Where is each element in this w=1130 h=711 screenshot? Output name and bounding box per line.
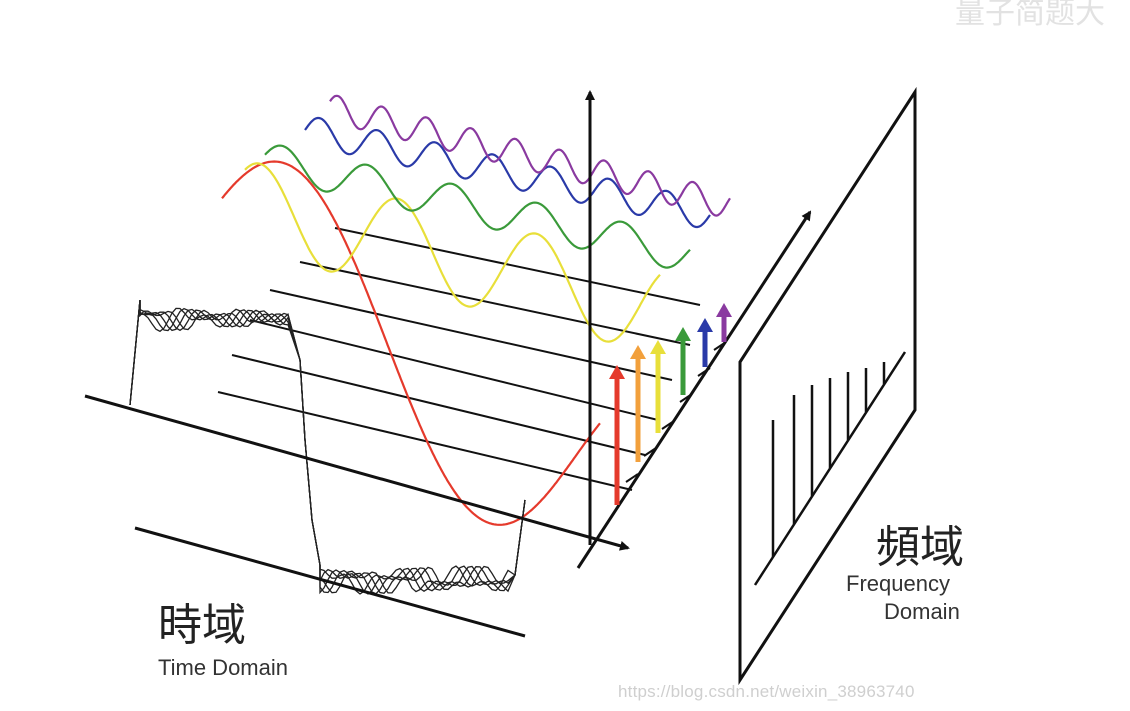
square-wave-approximation [129,299,526,595]
sine-wave-green [264,144,691,269]
frequency-amplitude-arrows [609,303,732,505]
arrow-blue [697,318,713,367]
frequency-tick [661,420,675,430]
frequency-tick [697,367,711,377]
frequency-domain-label-line1: Frequency [846,571,950,596]
axes [84,90,812,638]
watermark-url: https://blog.csdn.net/weixin_38963740 [618,682,915,701]
time-guide-line [231,354,646,456]
time-axis-lines [217,227,701,491]
time-axis-front [84,394,630,551]
arrow-purple [716,303,732,342]
arrow-red [609,365,625,505]
spectrum-lines [753,351,907,586]
time-axis-base [134,526,526,638]
square-wave-curve [129,299,526,595]
frequency-tick [679,393,693,403]
arrow-orange [630,345,646,462]
square-wave-curve [129,299,526,594]
sine-wave-blue [304,116,711,229]
frequency-domain-panel [738,86,917,686]
spectrum-screen [738,86,917,686]
arrow-yellow [650,340,666,433]
frequency-axis [576,210,812,569]
sine-wave-components [221,94,731,526]
corner-watermark: 量子简题大 [955,0,1105,31]
frequency-tick [713,341,727,351]
time-domain-title: 時域 [158,600,246,651]
sine-wave-red [221,160,601,526]
square-wave-curve [129,299,526,595]
frequency-tick [643,447,657,457]
time-guide-line [217,391,633,491]
time-domain-label: Time Domain [158,655,288,680]
square-wave-curve [129,299,526,595]
square-wave-curve [129,299,526,595]
arrow-green [675,327,691,395]
sine-wave-purple [329,94,731,217]
frequency-domain-label-line2: Domain [884,599,960,624]
frequency-domain-title: 頻域 [876,522,964,573]
time-guide-line [269,289,673,381]
time-guide-line [334,227,701,306]
frequency-ticks [625,341,727,483]
frequency-tick [625,473,639,483]
spectrum-baseline [753,351,907,586]
